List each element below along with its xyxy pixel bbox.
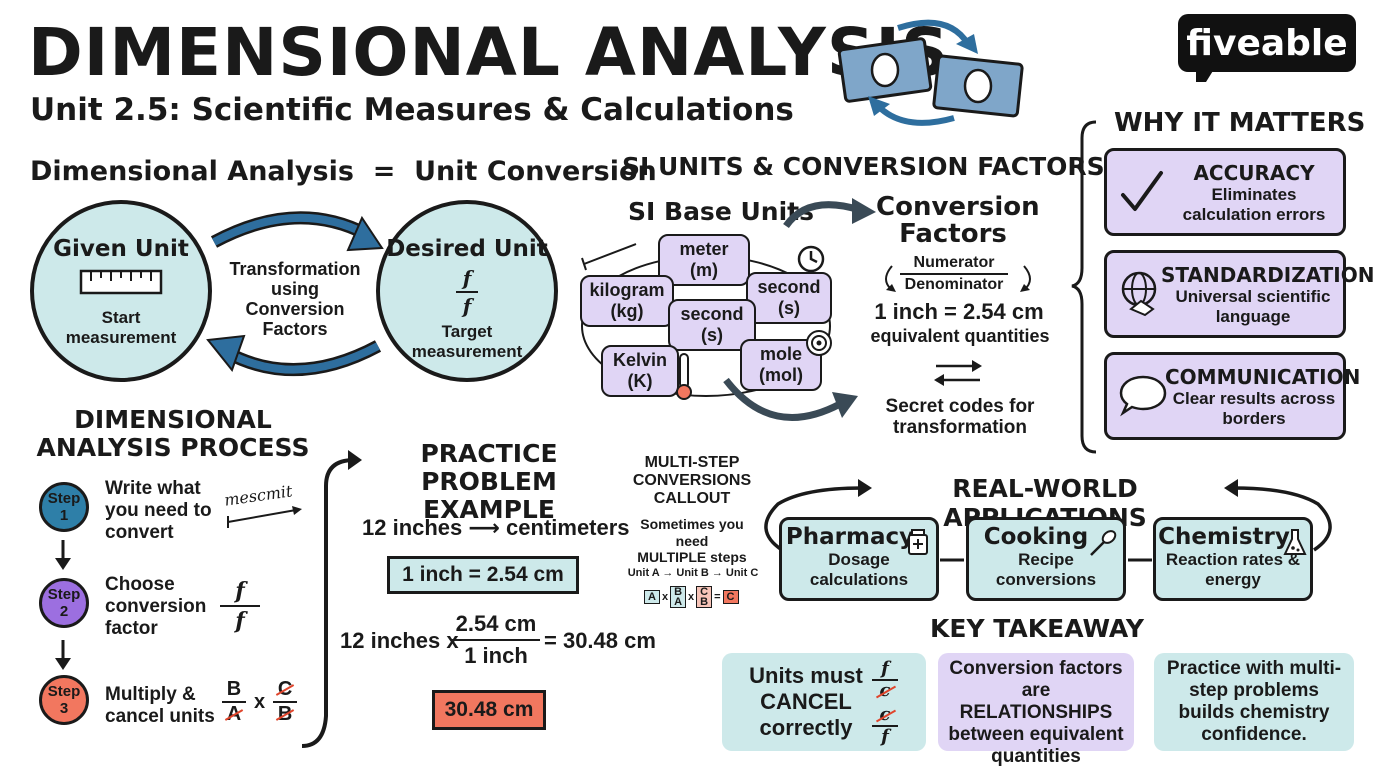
fraction-bar	[900, 273, 1008, 275]
si-unit-mole: mole(mol)	[740, 339, 822, 391]
takeaway-1-text: Units must CANCEL correctly	[749, 663, 863, 740]
realworld-chemistry-card: Chemistry Reaction rates & energy	[1153, 517, 1313, 601]
conversion-example: 1 inch = 2.54 cm	[874, 299, 1044, 324]
takeaway-box-3: Practice with multi-step problems builds…	[1154, 653, 1354, 751]
numerator-label: Numerator	[913, 254, 995, 271]
page-title: DIMENSIONAL ANALYSIS	[28, 14, 950, 91]
multistep-heading: MULTI-STEP CONVERSIONS CALLOUT	[632, 454, 752, 507]
practice-problem: 12 inches ⟶ centimeters	[362, 515, 630, 540]
ruler-icon	[79, 269, 163, 295]
practice-factor-box: 1 inch = 2.54 cm	[387, 556, 579, 594]
realworld-chemistry-desc: Reaction rates & energy	[1165, 550, 1301, 589]
realworld-pharmacy-title: Pharmacy	[785, 524, 915, 550]
why-heading: WHY IT MATTERS	[1114, 108, 1366, 138]
practice-answer-box: 30.48 cm	[432, 690, 546, 730]
checkmark-icon	[1121, 171, 1163, 211]
why-accuracy-desc: Eliminates calculation errors	[1182, 185, 1326, 224]
takeaway-box-1: Units must CANCEL correctly f c c f	[722, 653, 926, 751]
si-heading: SI UNITS & CONVERSION FACTORS	[622, 152, 1105, 181]
si-base-title: SI Base Units	[628, 197, 814, 226]
transformation-arrows	[206, 211, 384, 377]
given-unit-title: Given Unit	[53, 236, 189, 262]
multistep-desc: Sometimes you need	[640, 516, 744, 549]
spoon-icon	[1090, 530, 1117, 556]
realworld-chemistry-title: Chemistry	[1158, 524, 1290, 550]
realworld-pharmacy-desc: Dosage calculations	[809, 550, 909, 589]
practice-rhs: = 30.48 cm	[544, 628, 656, 653]
why-bracket	[1071, 120, 1097, 454]
conversion-example-sub: equivalent quantities	[870, 326, 1050, 346]
denominator-label: Denominator	[904, 276, 1004, 293]
realworld-pharmacy-card: Pharmacy Dosage calculations	[779, 517, 939, 601]
step-2-text: Choose conversion factor	[105, 574, 207, 639]
why-standardization-card: STANDARDIZATION Universal scientific lan…	[1104, 250, 1375, 338]
takeaway-heading: KEY TAKEAWAY	[930, 614, 1144, 643]
realworld-cooking-desc: Recipe conversions	[995, 550, 1097, 589]
fraction-curved-arrows	[885, 265, 1031, 292]
takeaway-box-2: Conversion factors are RELATIONSHIPS bet…	[938, 653, 1134, 767]
why-communication-desc: Clear results across borders	[1172, 389, 1336, 428]
page-subtitle: Unit 2.5: Scientific Measures & Calculat…	[30, 92, 794, 128]
cancel-units-fractions: B A x C B	[222, 678, 298, 726]
desired-unit-sub: Target measurement	[411, 322, 523, 361]
takeaway-1-fractions: f c c f	[872, 659, 898, 747]
transformation-text: Transformation using Conversion Factors	[229, 259, 361, 339]
medicine-bottle-icon	[908, 529, 928, 555]
target-icon	[806, 330, 832, 356]
clock-icon	[797, 245, 825, 273]
flask-icon	[1283, 529, 1307, 555]
globe-handshake-icon	[1121, 271, 1157, 317]
step-3-text: Multiply & cancel units	[105, 684, 215, 727]
si-unit-kelvin: Kelvin(K)	[601, 345, 679, 397]
conversion-factors-title: Conversion Factors	[876, 192, 1040, 249]
currency-exchange-icon	[837, 19, 1024, 126]
practice-lhs: 12 inches x	[340, 628, 459, 653]
why-communication-title: COMMUNICATION	[1165, 365, 1361, 389]
why-communication-card: COMMUNICATION Clear results across borde…	[1104, 352, 1361, 440]
why-accuracy-title: ACCURACY	[1193, 161, 1315, 185]
multistep-chain: Unit A → Unit B → Unit C	[627, 567, 759, 579]
realworld-cooking-card: Cooking Recipe conversions	[966, 517, 1126, 601]
equation-heading: Dimensional Analysis = Unit Conversion	[30, 156, 657, 187]
why-accuracy-card: ACCURACY Eliminates calculation errors	[1104, 148, 1346, 236]
si-unit-kilogram: kilogram(kg)	[580, 275, 674, 327]
si-unit-second-right: second(s)	[746, 272, 832, 324]
practice-heading: PRACTICE PROBLEM EXAMPLE	[420, 439, 558, 524]
desired-unit-title: Desired Unit	[386, 236, 548, 262]
given-unit-circle: Given Unit Start measurement	[30, 200, 212, 382]
why-standardization-desc: Universal scientific language	[1175, 287, 1331, 326]
multistep-emph: MULTIPLE steps	[637, 549, 747, 565]
realworld-cycle-arrows	[764, 479, 1332, 562]
scribble-arrow	[227, 506, 302, 528]
process-to-practice-arrow	[301, 450, 362, 748]
why-standardization-title: STANDARDIZATION	[1161, 263, 1375, 287]
process-flow-arrows	[55, 540, 71, 670]
thermometer-icon	[676, 353, 692, 400]
si-unit-second-center: second(s)	[668, 299, 756, 351]
fiveable-logo: fiveable	[1178, 14, 1356, 72]
step-1-text: Write what you need to convert	[105, 478, 212, 543]
swap-arrows-icon	[934, 360, 982, 386]
given-unit-sub: Start measurement	[65, 308, 177, 347]
speech-bubble-icon	[1119, 375, 1167, 417]
practice-fraction: 2.54 cm 1 inch	[452, 612, 540, 668]
process-heading: DIMENSIONAL ANALYSIS PROCESS	[36, 405, 310, 462]
si-unit-meter: meter(m)	[658, 234, 750, 286]
logo-tail	[1196, 66, 1216, 82]
secret-codes-text: Secret codes for transformation	[885, 396, 1035, 438]
realworld-cooking-title: Cooking	[983, 524, 1089, 550]
